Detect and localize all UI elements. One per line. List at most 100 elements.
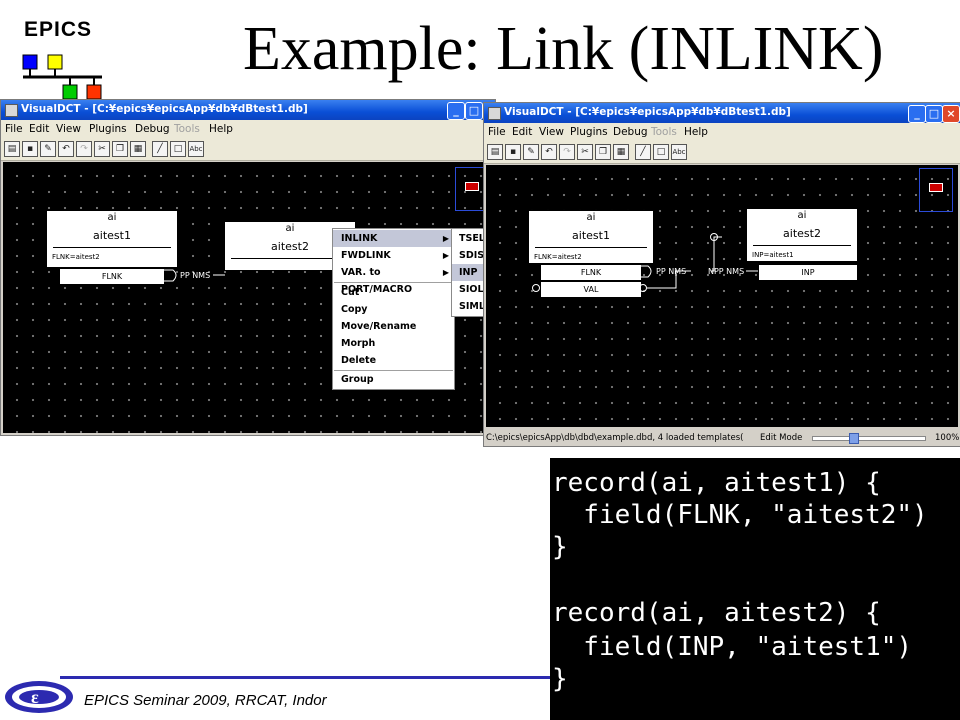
menu-item-group[interactable]: Group [341, 374, 374, 385]
status-bar: C:\epics\epicsApp\db\dbd\example.dbd, 4 … [484, 430, 960, 446]
record-aitest2[interactable]: ai aitest2 INP=aitest1 [746, 208, 858, 262]
submenu-item-siol[interactable]: SIOL [459, 284, 484, 295]
visualdct-window-right: VisualDCT - [C:¥epics¥epicsApp¥db¥dBtest… [483, 102, 960, 447]
maximize-icon[interactable]: □ [465, 102, 483, 120]
navigator-marker [929, 183, 943, 192]
submenu-item-siml[interactable]: SIML [459, 301, 485, 312]
submenu-item-sdis[interactable]: SDIS [459, 250, 485, 261]
paste-icon[interactable]: ▦ [613, 144, 629, 160]
port-flnk[interactable]: FLNK [540, 264, 642, 281]
window-titlebar[interactable]: VisualDCT - [C:¥epics¥epicsApp¥db¥dBtest… [1, 100, 495, 120]
menu-edit[interactable]: Edit [29, 123, 50, 135]
redo-icon[interactable]: ↷ [76, 141, 92, 157]
record-divider [753, 245, 851, 246]
zoom-slider[interactable] [812, 433, 926, 444]
port-val[interactable]: VAL [540, 281, 642, 298]
code-line: } [552, 664, 568, 694]
window-title: VisualDCT - [C:¥epics¥epicsApp¥db¥dBtest… [21, 103, 308, 115]
port-inp[interactable]: INP [758, 264, 858, 281]
record-divider [53, 247, 171, 248]
paste-icon[interactable]: ▦ [130, 141, 146, 157]
menu-item-label: INLINK [341, 233, 378, 244]
record-field: FLNK=aitest2 [534, 253, 582, 261]
copy-icon[interactable]: ❐ [595, 144, 611, 160]
cut-icon[interactable]: ✂ [577, 144, 593, 160]
undo-icon[interactable]: ↶ [541, 144, 557, 160]
menu-item-delete[interactable]: Delete [341, 355, 377, 366]
cut-icon[interactable]: ✂ [94, 141, 110, 157]
menu-view[interactable]: View [56, 123, 81, 135]
menu-file[interactable]: File [5, 123, 23, 135]
undo-icon[interactable]: ↶ [58, 141, 74, 157]
open-icon[interactable]: ▤ [4, 141, 20, 157]
link-lines [163, 269, 225, 282]
footer-line [60, 676, 550, 679]
submenu-arrow-icon: ▶ [442, 268, 449, 277]
menu-item-var-to-port[interactable]: VAR. to PORT/MACRO▶ [333, 264, 454, 295]
record-type: ai [107, 212, 117, 223]
port-flnk[interactable]: FLNK [59, 268, 165, 285]
visualdct-window-left: VisualDCT - [C:¥epics¥epicsApp¥db¥dBtest… [0, 99, 496, 436]
close-icon[interactable]: × [942, 105, 960, 123]
status-mode: Edit Mode [760, 433, 803, 443]
link-label: PP NMS [180, 271, 211, 280]
submenu-arrow-icon: ▶ [442, 234, 449, 243]
status-path: C:\epics\epicsApp\db\dbd\example.dbd, 4 … [486, 433, 744, 443]
box-tool-icon[interactable]: □ [653, 144, 669, 160]
open-icon[interactable]: ▤ [487, 144, 503, 160]
record-divider [535, 247, 647, 248]
app-icon [5, 104, 18, 117]
code-line: record(ai, aitest1) { [552, 468, 881, 498]
navigator-box[interactable] [919, 168, 953, 212]
menu-debug[interactable]: Debug [613, 126, 648, 138]
menu-item-label: FWDLINK [341, 250, 391, 261]
minimize-icon[interactable]: _ [908, 105, 926, 123]
zoom-slider-thumb[interactable] [848, 433, 859, 444]
maximize-icon[interactable]: □ [925, 105, 943, 123]
menu-item-fwdlink[interactable]: FWDLINK▶ [333, 247, 454, 264]
text-tool-icon[interactable]: Abc [671, 144, 687, 160]
menu-tools[interactable]: Tools [174, 123, 200, 135]
menu-tools[interactable]: Tools [651, 126, 677, 138]
record-type: ai [586, 212, 596, 223]
menu-help[interactable]: Help [684, 126, 708, 138]
redo-icon[interactable]: ↷ [559, 144, 575, 160]
save-icon[interactable]: ▪ [505, 144, 521, 160]
menu-separator [334, 370, 453, 371]
minimize-icon[interactable]: _ [447, 102, 465, 120]
menu-item-copy[interactable]: Copy [341, 304, 368, 315]
menu-view[interactable]: View [539, 126, 564, 138]
text-tool-icon[interactable]: Abc [188, 141, 204, 157]
menu-debug[interactable]: Debug [135, 123, 170, 135]
pencil-icon[interactable]: ✎ [40, 141, 56, 157]
drawing-canvas[interactable]: ai aitest1 FLNK=aitest2 FLNK VAL ai aite… [486, 165, 958, 427]
drawing-canvas[interactable]: ai aitest1 FLNK=aitest2 FLNK PP NMS ai a… [3, 162, 493, 433]
save-icon[interactable]: ▪ [22, 141, 38, 157]
menu-plugins[interactable]: Plugins [89, 123, 127, 135]
copy-icon[interactable]: ❐ [112, 141, 128, 157]
pencil-icon[interactable]: ✎ [523, 144, 539, 160]
submenu-item-tsel[interactable]: TSEL [459, 233, 485, 244]
menu-item-morph[interactable]: Morph [341, 338, 376, 349]
navigator-marker [465, 182, 479, 191]
record-field: FLNK=aitest2 [52, 253, 100, 261]
record-aitest1[interactable]: ai aitest1 FLNK=aitest2 [46, 210, 178, 268]
submenu-item-inp[interactable]: INP [452, 264, 486, 281]
menu-plugins[interactable]: Plugins [570, 126, 608, 138]
record-aitest1[interactable]: ai aitest1 FLNK=aitest2 [528, 210, 654, 264]
menu-file[interactable]: File [488, 126, 506, 138]
window-titlebar[interactable]: VisualDCT - [C:¥epics¥epicsApp¥db¥dBtest… [484, 103, 960, 123]
code-line: record(ai, aitest2) { [552, 598, 881, 628]
line-tool-icon[interactable]: ╱ [152, 141, 168, 157]
menu-item-move-rename[interactable]: Move/Rename [341, 321, 417, 332]
record-name: aitest2 [271, 240, 309, 253]
menu-item-cut[interactable]: Cut [341, 287, 360, 298]
menu-edit[interactable]: Edit [512, 126, 533, 138]
line-tool-icon[interactable]: ╱ [635, 144, 651, 160]
institute-logo-icon: ε [5, 681, 73, 713]
menu-item-inlink[interactable]: INLINK ▶ [333, 230, 454, 247]
menu-help[interactable]: Help [209, 123, 233, 135]
menubar: File Edit View Plugins Debug Tools Help [484, 123, 960, 141]
toolbar: ▤ ▪ ✎ ↶ ↷ ✂ ❐ ▦ ╱ □ Abc [1, 138, 495, 161]
box-tool-icon[interactable]: □ [170, 141, 186, 157]
